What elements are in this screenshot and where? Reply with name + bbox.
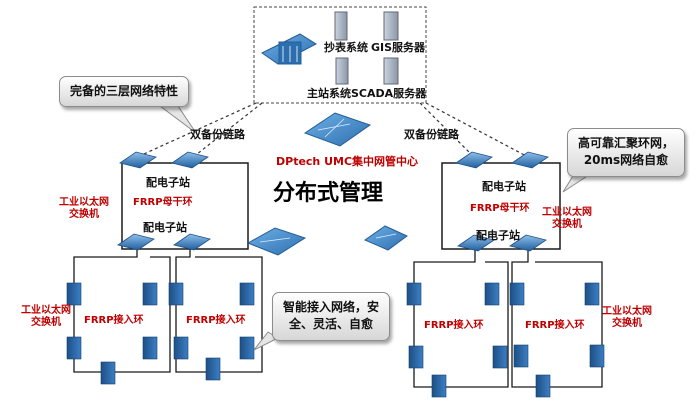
access-ring-3-label: FRRP接入环 [424, 320, 484, 331]
left-bottom-switch-label: 工业以太网交换机 [21, 305, 71, 328]
three-layer-callout-text: 完备的三层网络特性 [70, 84, 179, 98]
master-system-label: 主站系统 [307, 87, 351, 100]
umc-center-label: DPtech UMC集中网管中心 [276, 155, 419, 168]
left-top-switch-label: 工业以太网交换机 [59, 197, 109, 220]
trunk-switches [117, 151, 549, 252]
right-bottom-switch-label: 工业以太网交换机 [602, 306, 652, 329]
right-trunk-ring-label: FRRP母干环 [470, 203, 530, 214]
smart-access-callout: 智能接入网络，安 全、灵活、自愈 [272, 292, 391, 341]
right-top-switch-label: 工业以太网交换机 [542, 207, 592, 230]
left-trunk-ring-label: FRRP母干环 [133, 197, 193, 208]
left-top-substation-label: 配电子站 [146, 176, 190, 189]
right-backup-link-label: 双备份链路 [404, 128, 459, 141]
server-icons [261, 11, 399, 85]
access-rings [73, 247, 603, 388]
access-ring-1-label: FRRP接入环 [84, 315, 144, 326]
left-bottom-substation-label: 配电子站 [143, 221, 187, 234]
access-ring-2-label: FRRP接入环 [186, 315, 246, 326]
right-bottom-substation-label: 配电子站 [476, 229, 520, 242]
three-layer-callout: 完备的三层网络特性 [59, 76, 190, 108]
gis-server-label: GIS服务器 [371, 41, 426, 54]
smart-callout-line1: 智能接入网络，安 [283, 300, 380, 314]
ha-callout-line1: 高可靠汇聚环网， [578, 136, 675, 150]
access-switches [66, 282, 605, 398]
distributed-management-title: 分布式管理 [273, 181, 384, 206]
scada-server-label: SCADA服务器 [351, 87, 427, 100]
backup-links [134, 102, 531, 159]
ha-callout-line2: 20ms网络自愈 [583, 153, 669, 168]
right-top-substation-label: 配电子站 [482, 180, 526, 193]
left-backup-link-label: 双备份链路 [190, 128, 245, 141]
access-ring-4-label: FRRP接入环 [525, 320, 585, 331]
meter-system-label: 抄表系统 [324, 41, 368, 54]
umc-workstations [246, 112, 408, 256]
high-availability-callout: 高可靠汇聚环网， 20ms网络自愈 [567, 128, 686, 177]
smart-callout-line2: 全、灵活、自愈 [289, 317, 374, 332]
